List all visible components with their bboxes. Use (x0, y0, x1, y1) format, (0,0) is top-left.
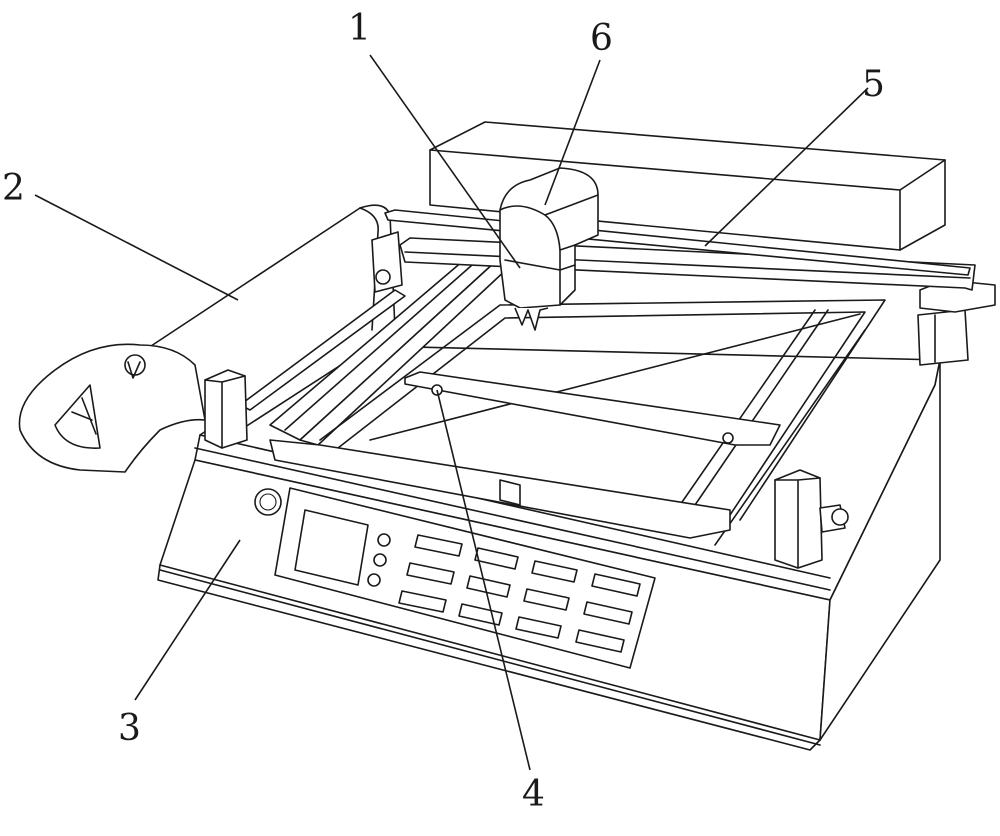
label-5: 5 (862, 64, 885, 105)
leader-1 (369, 54, 521, 269)
rear-housing (429, 121, 946, 251)
leader-2 (34, 194, 239, 301)
round-button-2 (373, 553, 387, 567)
leader-5 (704, 87, 869, 247)
power-knob (254, 488, 282, 516)
label-4: 4 (522, 774, 545, 815)
keypad (398, 534, 641, 653)
inner-crossbar (404, 371, 781, 446)
dispensing-head (499, 167, 599, 331)
label-2: 2 (2, 168, 25, 209)
left-end-block (204, 369, 248, 449)
control-panel (254, 487, 656, 669)
right-motor (917, 279, 996, 366)
part-labels: 1 6 5 2 3 4 (2, 8, 885, 815)
left-rail (239, 231, 509, 446)
label-3: 3 (118, 708, 141, 749)
display-screen (294, 509, 369, 586)
round-button-1 (377, 533, 391, 547)
leader-3 (134, 539, 241, 701)
base-body (157, 344, 941, 751)
leader-lines (34, 54, 869, 771)
leader-4 (436, 389, 531, 771)
label-6: 6 (590, 18, 613, 59)
leader-6 (544, 59, 601, 206)
label-1: 1 (348, 8, 371, 49)
right-end-block (774, 469, 849, 569)
round-button-3 (367, 573, 381, 587)
work-frame (269, 299, 886, 546)
